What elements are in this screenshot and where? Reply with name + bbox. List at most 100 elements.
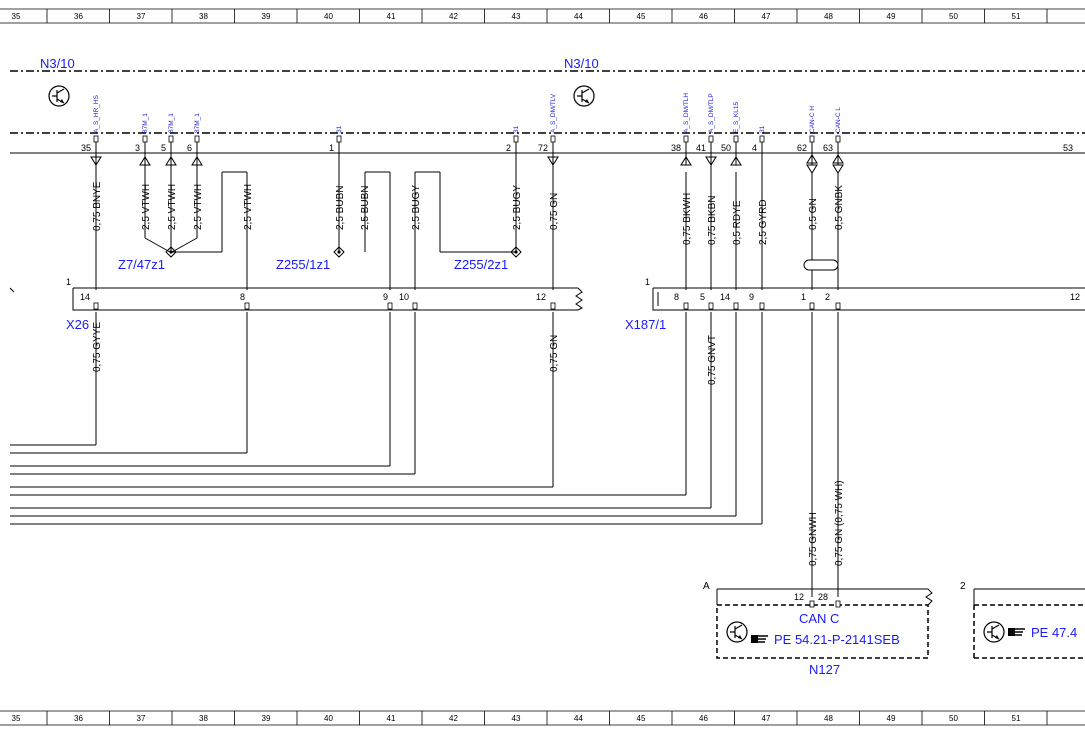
wire-label: 2,5 BUGY: [411, 185, 422, 230]
pin-label: 1: [66, 277, 71, 287]
pin-label: 8: [240, 292, 245, 302]
ruler-column-label: 36: [74, 12, 83, 21]
ruler-column-label: 51: [1012, 714, 1021, 723]
pin-label: 3: [135, 143, 140, 153]
ruler-column-label: 44: [574, 714, 583, 723]
wire-label: 0,75 GYYE: [92, 322, 103, 372]
ruler-column-label: 46: [699, 12, 708, 21]
ruler-column-label: 41: [387, 12, 396, 21]
ruler-column-label: 47: [762, 714, 771, 723]
ruler-column-label: 46: [699, 714, 708, 723]
component-label-n3-10-right: N3/10: [564, 56, 599, 71]
pin-label: 38: [671, 143, 681, 153]
pin-label: 14: [80, 292, 90, 302]
signal-label: 31: [336, 125, 343, 133]
pin-label: 2: [506, 143, 511, 153]
ruler-column-label: 37: [137, 12, 146, 21]
ruler-column-label: 50: [949, 714, 958, 723]
pe-reference-link[interactable]: PE 47.4: [1031, 625, 1077, 640]
hand-pointer-icon: [1007, 627, 1026, 637]
connector-x26: [9, 287, 583, 311]
wire-label: 0,5 GN: [808, 198, 819, 230]
module-pin-12: 12: [794, 592, 804, 602]
pin-label: 12: [1070, 292, 1080, 302]
pin-label: 5: [161, 143, 166, 153]
pin-label: 53: [1063, 143, 1073, 153]
signal-label: 87M_1: [194, 113, 201, 133]
signal-label: A_S_DM/TLV: [550, 93, 557, 133]
wire-label: 0,75 BNYE: [92, 181, 103, 231]
pin-label: 35: [81, 143, 91, 153]
wire-label: 0,75 GN (0,75 WH): [834, 480, 845, 566]
ruler-column-label: 51: [1012, 12, 1021, 21]
ruler-column-label: 38: [199, 12, 208, 21]
component-label-z255-1z1: Z255/1z1: [276, 257, 330, 272]
wire-label: 2,5 GYRD: [758, 199, 769, 245]
pin-label: 50: [721, 143, 731, 153]
ruler-column-label: 45: [637, 12, 646, 21]
pin-label: 63: [823, 143, 833, 153]
component-label-x26: X26: [66, 317, 89, 332]
ruler-column-label: 35: [12, 12, 21, 21]
ruler-column-label: 49: [887, 714, 896, 723]
signal-label: CAN-C H: [809, 106, 816, 133]
ruler-column-label: 49: [887, 12, 896, 21]
pin-label: 8: [674, 292, 679, 302]
wire-label: 0,5 RDYE: [732, 200, 743, 245]
wire-label: 0,75 GNVT: [707, 335, 718, 385]
n3-10-boundary: [10, 70, 1085, 154]
wire-label: 0,75 BKBN: [707, 196, 718, 245]
wire-label: 2,5 BUBN: [335, 186, 346, 230]
pin-label: 5: [700, 292, 705, 302]
ruler-column-label: 36: [74, 714, 83, 723]
ruler-column-label: 37: [137, 714, 146, 723]
wire-label: 0,75 GN: [549, 335, 560, 372]
signal-label: A_S_DM/TLH: [683, 93, 690, 133]
component-label-z7-47z1: Z7/47z1: [118, 257, 165, 272]
signal-label: E_S_KL15: [733, 102, 740, 133]
module-pin-28: 28: [818, 592, 828, 602]
module-pin-2: 2: [960, 581, 966, 592]
component-label-z255-2z1: Z255/2z1: [454, 257, 508, 272]
ruler-column-label: 39: [262, 12, 271, 21]
module-pin-a: A: [703, 581, 710, 592]
wires: [10, 143, 839, 597]
ruler-column-label: 41: [387, 714, 396, 723]
pin-label: 10: [399, 292, 409, 302]
wire-label: 0,75 GNWH: [808, 512, 819, 566]
pin-label: 1: [645, 277, 650, 287]
pin-label: 6: [187, 143, 192, 153]
ruler-column-label: 42: [449, 12, 458, 21]
ruler-column-label: 43: [512, 12, 521, 21]
pin-label: 2: [825, 292, 830, 302]
signal-label: 31: [513, 125, 520, 133]
wire-label: 0,75 GN: [549, 193, 560, 230]
pin-label: 9: [749, 292, 754, 302]
signal-label: 31: [759, 125, 766, 133]
pin-label: 1: [329, 143, 334, 153]
transistor-icon: [983, 621, 1005, 643]
signal-label: A_S_DM/TLP: [708, 93, 715, 133]
pin-label: 14: [720, 292, 730, 302]
ruler-column-label: 40: [324, 12, 333, 21]
ruler-column-label: 44: [574, 12, 583, 21]
component-label-n127: N127: [809, 662, 840, 677]
wire-label: 2,5 VTWH: [243, 184, 254, 230]
pin-label: 72: [538, 143, 548, 153]
can-c-label: CAN C: [799, 611, 839, 626]
ruler-column-label: 50: [949, 12, 958, 21]
pe-reference-link[interactable]: PE 54.21-P-2141SEB: [774, 632, 900, 647]
ruler-column-label: 48: [824, 714, 833, 723]
signal-label: CAN-C L: [835, 107, 842, 133]
ruler-column-label: 39: [262, 714, 271, 723]
component-label-x187-1: X187/1: [625, 317, 666, 332]
transistor-icon: [573, 85, 595, 107]
wire-label: 2,5 VTWH: [141, 184, 152, 230]
connector-x187-1: [652, 287, 1085, 311]
pin-label: 4: [752, 143, 757, 153]
